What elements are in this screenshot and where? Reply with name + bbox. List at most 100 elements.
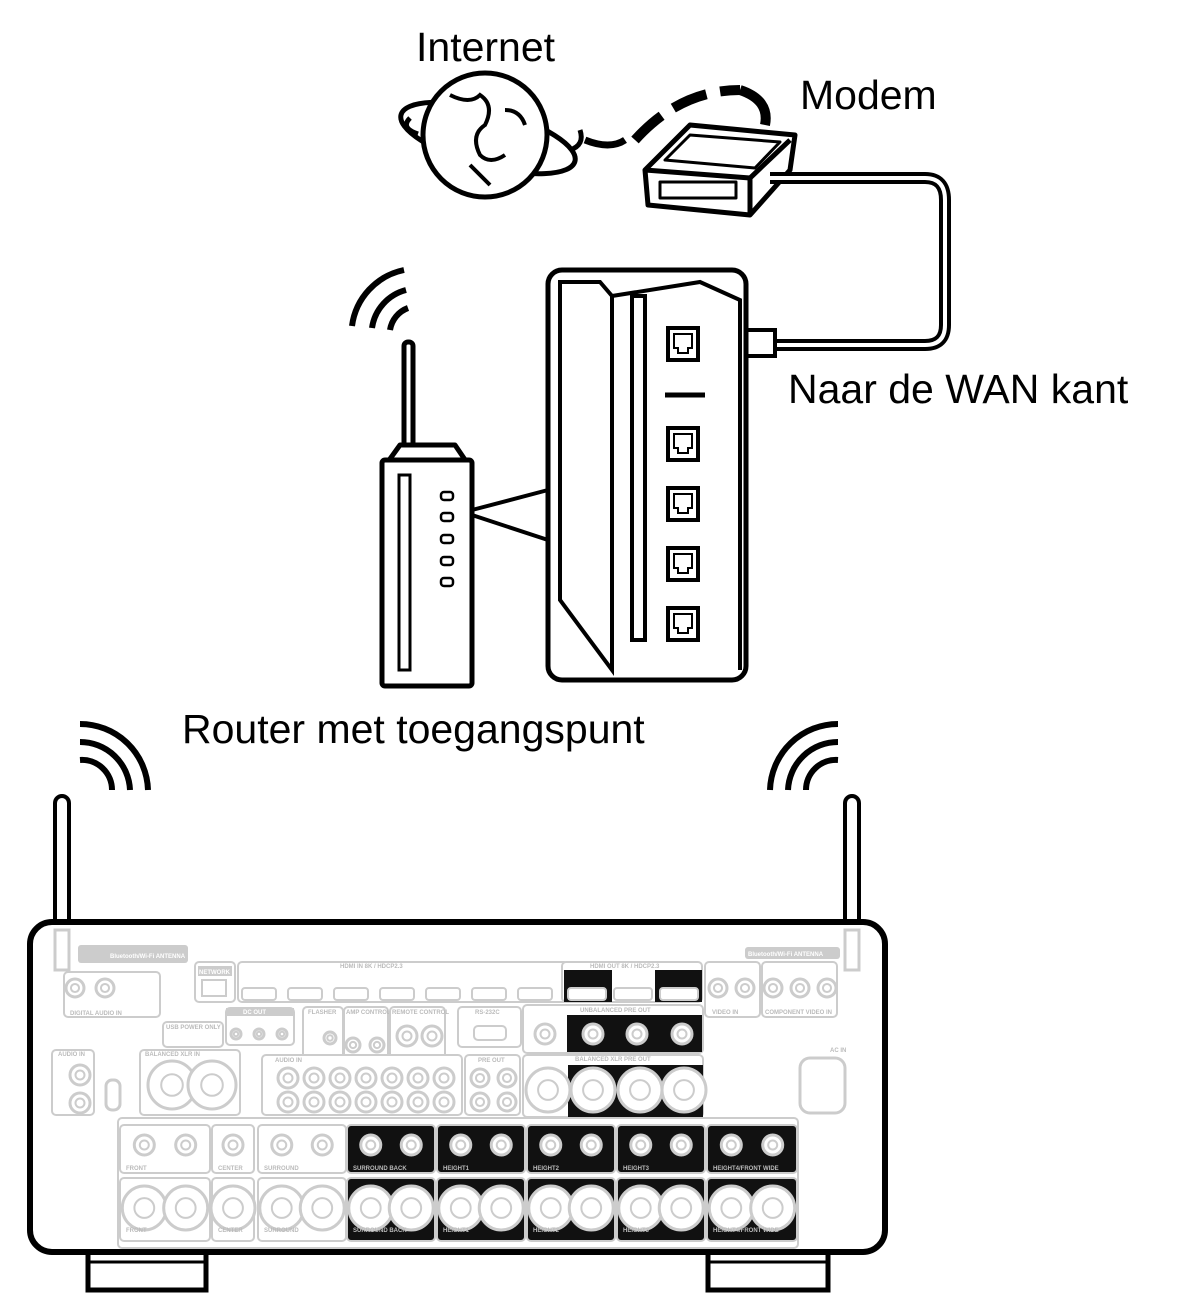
jack-center — [794, 982, 806, 994]
xlr-jack — [524, 1066, 572, 1114]
xlr-jack — [347, 1184, 395, 1232]
jack-center — [282, 1072, 294, 1084]
jack — [579, 1133, 603, 1157]
jack-center — [585, 1139, 597, 1151]
speaker-label: SURROUND — [264, 1166, 299, 1172]
jack — [344, 1036, 362, 1054]
signal-gnd — [104, 1078, 122, 1112]
speaker-label: FRONT — [126, 1228, 147, 1234]
modem-label: Modem — [800, 72, 937, 118]
jack — [629, 1133, 653, 1157]
speaker-label: HEIGHT3 — [623, 1228, 650, 1234]
jack-center — [74, 1069, 86, 1081]
jack-center — [278, 1030, 286, 1038]
speaker-label: HEIGHT1 — [443, 1228, 470, 1234]
jack — [399, 1133, 423, 1157]
globe-icon — [398, 70, 627, 200]
jack-center — [712, 982, 724, 994]
receiver-wifi-left-icon — [79, 721, 151, 791]
speaker-label: CENTER — [218, 1228, 243, 1234]
jack-center — [308, 1072, 320, 1084]
xlr-jack — [162, 1184, 210, 1232]
xlr-jack — [437, 1184, 485, 1232]
jack-center — [74, 1097, 86, 1109]
panel-label: VIDEO IN — [712, 1010, 738, 1016]
xlr-jack — [258, 1184, 306, 1232]
panel-label: HDMI OUT 8K / HDCP2.3 — [590, 964, 660, 970]
panel-label: AMP CONTROL — [346, 1010, 391, 1016]
jack-center — [631, 1028, 643, 1040]
panel-label: DIGITAL AUDIO IN — [70, 1011, 122, 1017]
hdmi-out-port — [567, 987, 607, 1001]
internet-cable-end — [738, 85, 771, 126]
jack-center — [582, 1079, 604, 1101]
internet-cable — [631, 85, 741, 144]
jack — [496, 1067, 518, 1089]
jack-center — [200, 1073, 224, 1097]
xlr-jack — [298, 1184, 346, 1232]
jack-center — [326, 1034, 334, 1042]
jack — [368, 1036, 386, 1054]
antenna-tab — [745, 947, 840, 959]
jack-center — [99, 982, 111, 994]
jack — [789, 977, 811, 999]
jack-center — [767, 982, 779, 994]
jack-center — [405, 1139, 417, 1151]
jack-center — [308, 1096, 320, 1108]
jack-center — [386, 1096, 398, 1108]
panel-label: Bluetooth/Wi-Fi ANTENNA — [110, 954, 186, 960]
jack — [420, 1024, 444, 1048]
port-socket — [673, 613, 693, 634]
jack-center — [401, 1030, 413, 1042]
port-socket — [673, 333, 693, 354]
router-leds — [439, 490, 455, 588]
jack-center — [587, 1028, 599, 1040]
jack — [174, 1133, 198, 1157]
xlr-jack — [569, 1066, 617, 1114]
jack — [354, 1066, 378, 1090]
jack — [761, 1133, 785, 1157]
antenna-tab — [78, 945, 188, 963]
rs232c-port — [473, 1025, 507, 1041]
router-icon — [379, 339, 549, 689]
led — [439, 533, 455, 545]
speaker-label: HEIGHT1 — [443, 1166, 470, 1172]
jack-center — [180, 1139, 192, 1151]
receiver-wifi-right-icon — [767, 721, 839, 791]
dc-out-header — [226, 1008, 294, 1016]
jack — [328, 1090, 352, 1114]
jack — [328, 1066, 352, 1090]
jack-center — [449, 1197, 472, 1219]
jack — [816, 977, 838, 999]
jack-center — [227, 1139, 239, 1151]
jack — [469, 1067, 491, 1089]
hdmi-in-port — [241, 987, 277, 1001]
led — [439, 490, 455, 502]
jack-center — [580, 1197, 603, 1219]
jack — [707, 977, 729, 999]
jack-center — [767, 1139, 779, 1151]
lan-port — [666, 426, 700, 462]
hdmi-out-port — [613, 987, 653, 1001]
jack — [406, 1066, 430, 1090]
jack-center — [676, 1028, 688, 1040]
panel-label: HDMI IN 8K / HDCP2.3 — [340, 964, 403, 970]
xlr-jack — [387, 1184, 435, 1232]
hdmi-in-port — [379, 987, 415, 1001]
panel-label: Bluetooth/Wi-Fi ANTENNA — [748, 952, 824, 958]
jack-center — [334, 1072, 346, 1084]
jack — [432, 1066, 456, 1090]
jack-center — [490, 1197, 513, 1219]
jack-center — [360, 1096, 372, 1108]
panel-label: FLASHER — [308, 1010, 337, 1016]
jack — [669, 1133, 693, 1157]
jack — [310, 1133, 334, 1157]
jack-center — [138, 1139, 150, 1151]
xlr-jack — [120, 1184, 168, 1232]
xlr-jack — [209, 1184, 257, 1232]
hdmi-in-port — [287, 987, 323, 1001]
hdmi-in-port — [471, 987, 507, 1001]
speaker-label: HEIGHT2 — [533, 1166, 560, 1172]
jack-center — [438, 1096, 450, 1108]
lan-port — [666, 546, 700, 582]
